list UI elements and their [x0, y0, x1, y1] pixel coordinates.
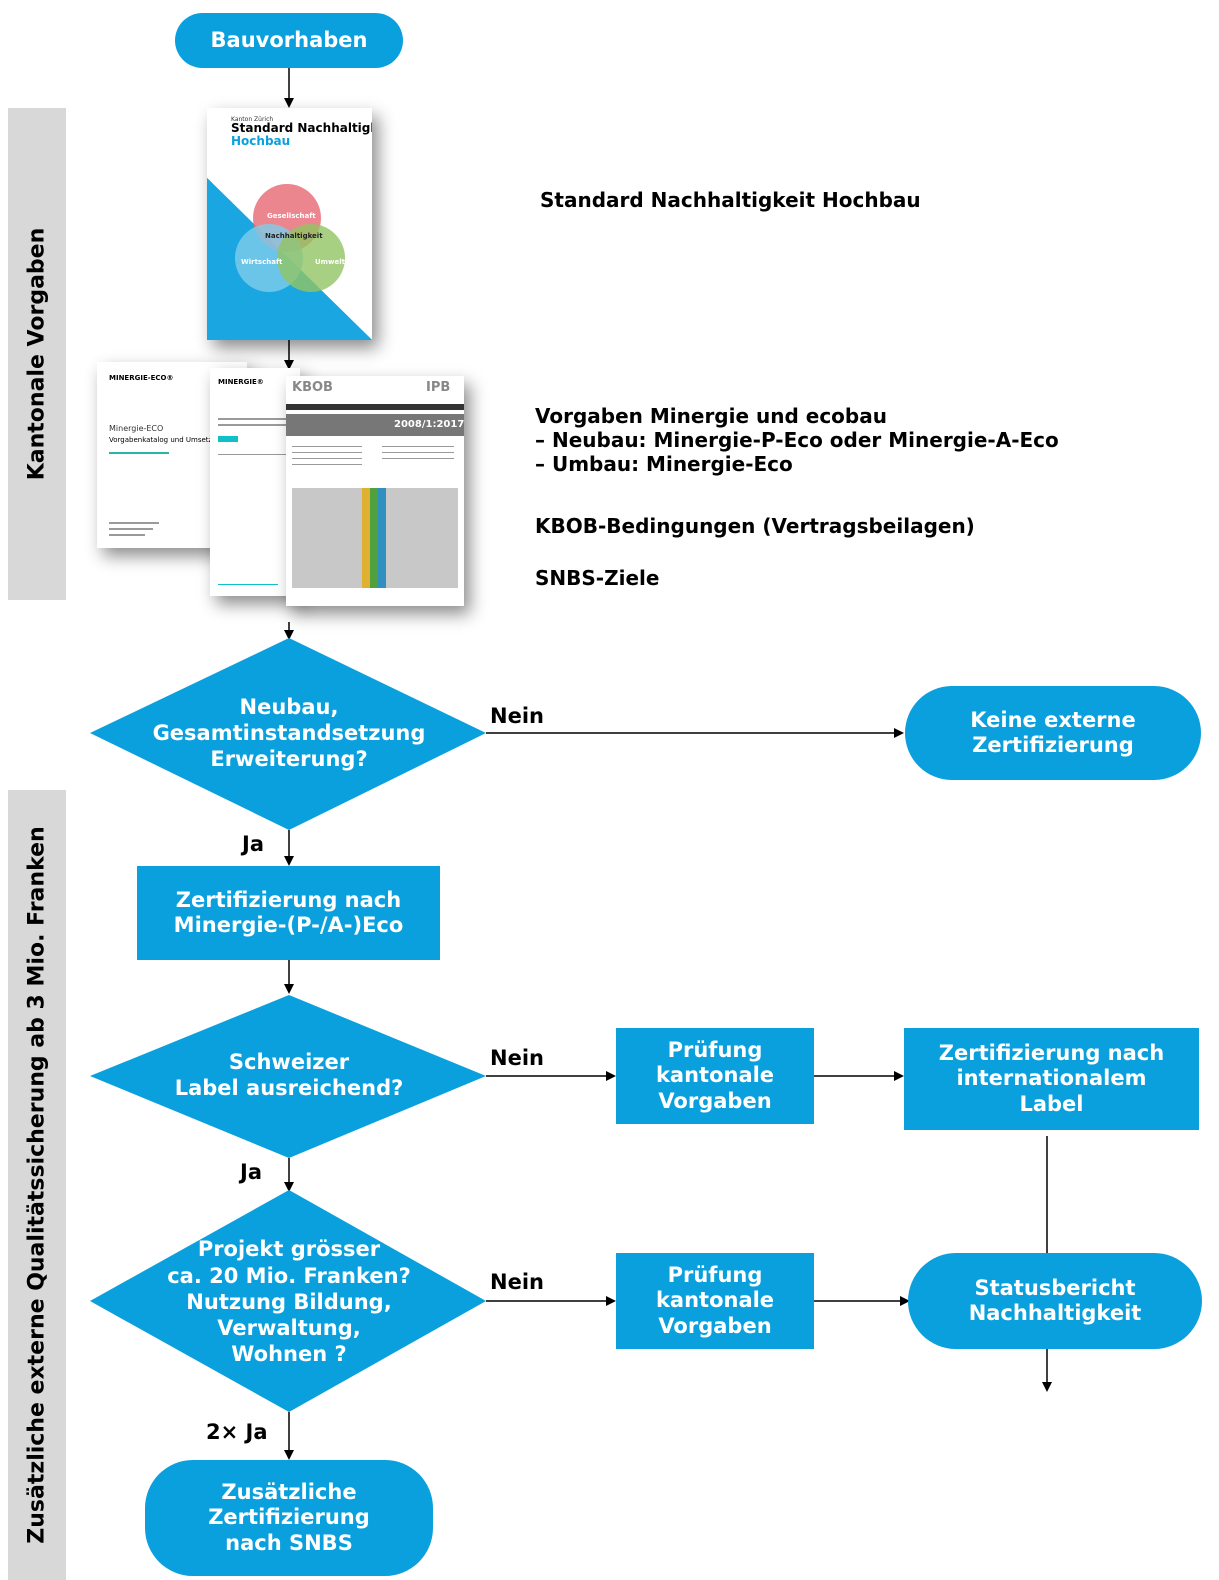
doc-minergie-eco-logo: MINERGIE-ECO®: [109, 374, 174, 382]
sidebar-zusaetzliche-qs: Zusätzliche externe Qualitätssicherung a…: [8, 790, 66, 1580]
document-cover-standard: Kanton Zürich Standard Nachhaltigkeit Ho…: [207, 108, 372, 340]
decision-text-label: Schweizer Label ausreichend?: [174, 1049, 404, 1100]
document-kbob: KBOB IPB 2008/1:2017: [286, 376, 464, 606]
node-pruefung-kantonale-vorgaben-1: Prüfung kantonale Vorgaben: [616, 1028, 814, 1124]
cover-title-1: Standard Nachhaltigkeit: [231, 121, 372, 135]
cover-circle-center: Nachhaltigkeit: [265, 232, 323, 240]
node-zertifizierung-international: Zertifizierung nach internationalem Labe…: [904, 1028, 1199, 1130]
decision-diamond-neubau: [90, 638, 486, 830]
info-minergie: Vorgaben Minergie und ecobau – Neubau: M…: [535, 404, 1059, 476]
cover-graphic: [207, 178, 372, 340]
decision-diamond-label: [90, 995, 486, 1158]
node-pruefung-kantonale-vorgaben-2: Prüfung kantonale Vorgaben: [616, 1253, 814, 1349]
doc-ipb-logo: IPB: [426, 380, 451, 395]
info-snbs-ziele: SNBS-Ziele: [535, 566, 660, 590]
node-zertifizierung-minergie: Zertifizierung nach Minergie-(P-/A-)Eco: [137, 866, 440, 960]
decision-diamond-projekt: [90, 1190, 486, 1412]
doc-kbob-number: 2008/1:2017: [394, 419, 464, 430]
edge-label-2x-ja: 2× Ja: [206, 1420, 268, 1444]
edge-label-nein-2: Nein: [490, 1046, 544, 1070]
doc-minergie-eco-subtitle: Vorgabenkatalog und Umsetzungshilfe: [109, 436, 245, 444]
decision-text-projekt: Projekt grösser ca. 20 Mio. Franken? Nut…: [167, 1237, 411, 1367]
edge-label-ja-2: Ja: [240, 1160, 262, 1184]
edge-label-ja-1: Ja: [242, 832, 264, 856]
edge-label-nein-3: Nein: [490, 1270, 544, 1294]
doc-kbob-logo: KBOB: [292, 380, 333, 395]
cover-circle-left: Wirtschaft: [241, 258, 283, 266]
node-statusbericht: Statusbericht Nachhaltigkeit: [908, 1253, 1202, 1349]
node-zusaetzliche-zertifizierung-snbs: Zusätzliche Zertifizierung nach SNBS: [145, 1460, 433, 1576]
edge-label-nein-1: Nein: [490, 704, 544, 728]
cover-title-2: Hochbau: [231, 134, 291, 148]
node-bauvorhaben: Bauvorhaben: [175, 13, 403, 68]
doc-minergie-logo: MINERGIE®: [218, 378, 264, 386]
decision-text-neubau: Neubau, Gesamtinstandsetzung Erweiterung…: [152, 694, 426, 772]
document-minergie: MINERGIE®: [210, 368, 300, 596]
node-keine-externe-zertifizierung: Keine externe Zertifizierung: [905, 686, 1201, 780]
info-standard: Standard Nachhaltigkeit Hochbau: [540, 188, 921, 212]
doc-minergie-eco-title: Minergie-ECO: [109, 424, 164, 433]
sidebar-kantonale-vorgaben: Kantonale Vorgaben: [8, 108, 66, 600]
cover-circle-right: Umwelt: [315, 258, 345, 266]
cover-circle-top: Gesellschaft: [267, 212, 316, 220]
cover-kanton: Kanton Zürich: [231, 116, 274, 123]
info-kbob: KBOB-Bedingungen (Vertragsbeilagen): [535, 514, 975, 538]
